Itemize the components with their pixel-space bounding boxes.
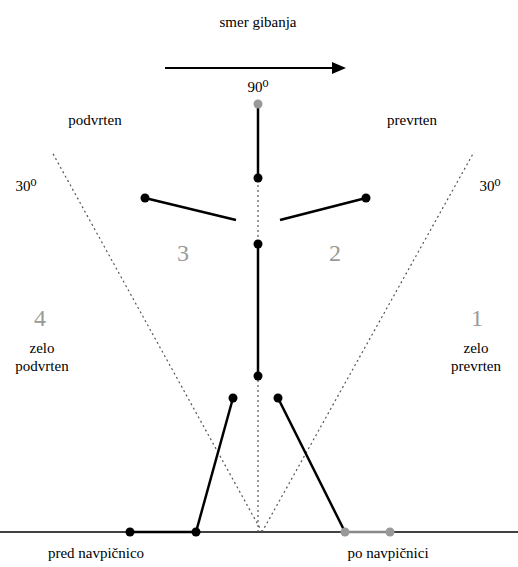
joint-dots: [126, 174, 371, 537]
angle-label: 30⁰: [479, 177, 500, 195]
angle-label: 90⁰: [247, 78, 268, 96]
angle-guide: [262, 152, 474, 532]
zone-label: prevrten: [387, 111, 437, 129]
grey-dots: [254, 100, 395, 537]
zone-number: 4: [34, 304, 46, 333]
zone-number: 1: [471, 304, 483, 333]
zone-label: zelo prevrten: [440, 339, 512, 375]
position-label: pred navpičnico: [48, 544, 144, 562]
zone-number: 3: [177, 239, 189, 268]
direction-arrow: [165, 67, 336, 69]
arrow-head: [332, 62, 346, 74]
position-label: po navpičnici: [347, 544, 428, 562]
angle-guide: [52, 152, 262, 532]
zone-label: podvrten: [68, 111, 121, 129]
angle-label: 30⁰: [15, 177, 36, 195]
zone-label: zelo podvrten: [6, 339, 78, 375]
direction-label: smer gibanja: [219, 13, 296, 31]
ground-line: [0, 531, 518, 533]
stick-figure: [130, 104, 390, 532]
zone-number: 2: [329, 239, 341, 268]
